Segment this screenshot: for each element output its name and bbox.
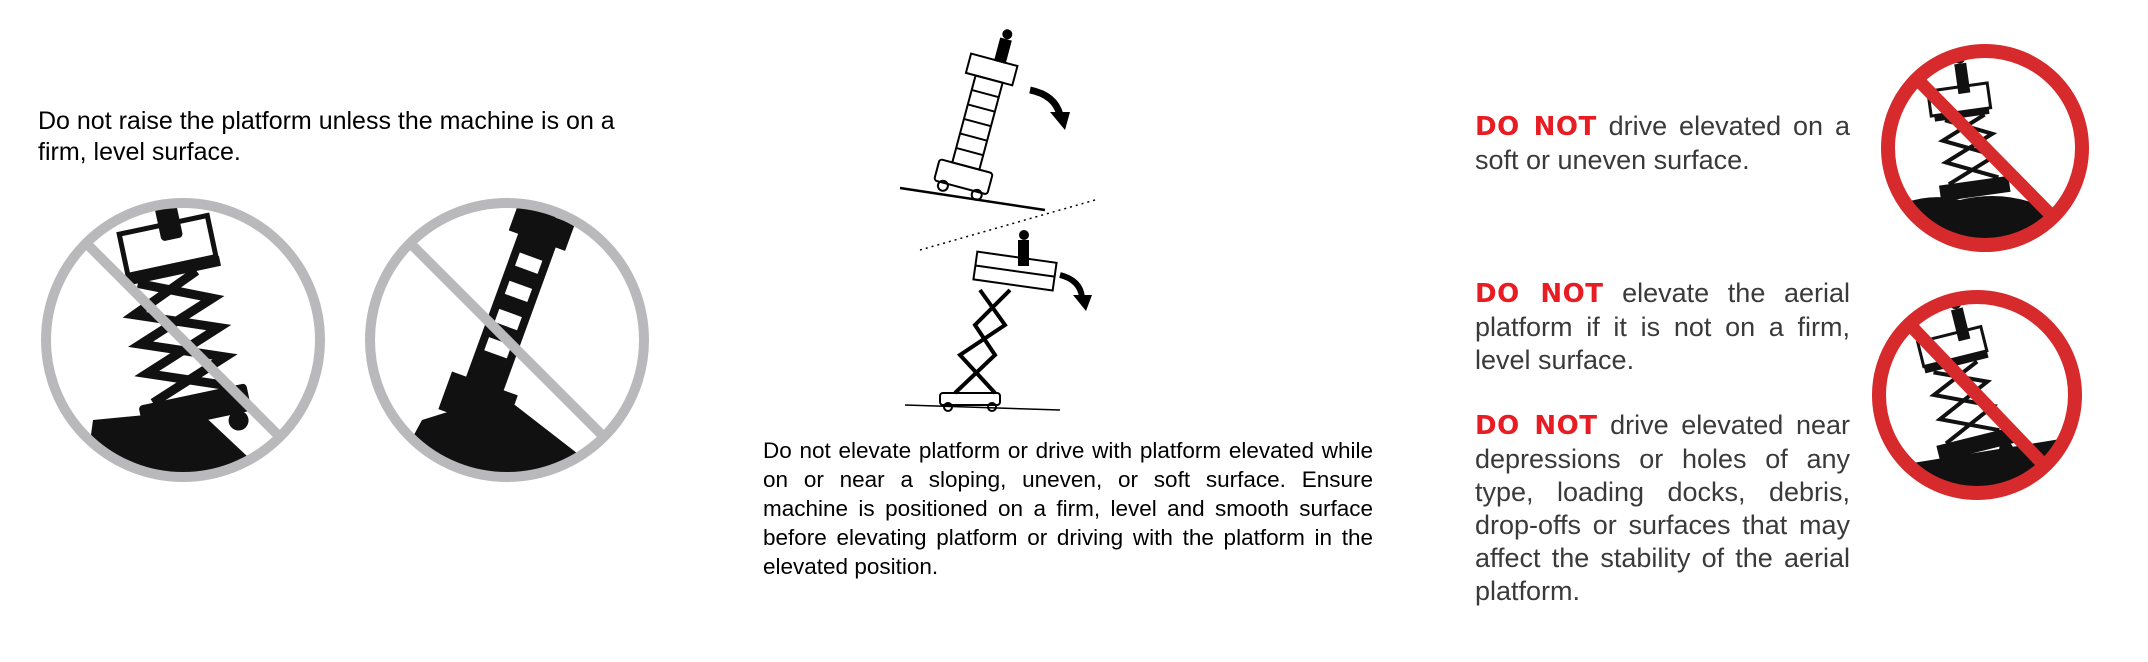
tipping-scissor-lift-diagram (904, 230, 1092, 412)
do-not-label: DO NOT (1475, 411, 1598, 441)
warning-3-text: drive elevated near depressions or holes… (1475, 410, 1850, 606)
warning-1-text: drive elevated on a soft or uneven surfa… (1475, 111, 1850, 175)
warning-2-text: elevate the aerial platform if it is not… (1475, 278, 1850, 375)
no-tilted-scissor-lift-icon (41, 198, 325, 482)
no-drive-on-soft-surface-icon (1881, 44, 2089, 252)
warning-3: DO NOT drive elevated near depressions o… (1475, 409, 1850, 608)
slope-dotted-line (919, 199, 1096, 251)
warning-2: DO NOT elevate the aerial platform if it… (1475, 277, 1850, 377)
tipping-mast-lift-diagram (899, 29, 1070, 212)
warning-1: DO NOT drive elevated on a soft or uneve… (1475, 110, 1850, 177)
no-elevate-on-uneven-surface-icon (1872, 290, 2082, 500)
panel1-instruction-text: Do not raise the platform unless the mac… (38, 107, 615, 166)
panel2-instruction-text: Do not elevate platform or drive with pl… (763, 438, 1373, 579)
do-not-label: DO NOT (1475, 112, 1597, 142)
no-tilted-mast-lift-icon (365, 198, 649, 482)
do-not-label: DO NOT (1475, 279, 1604, 309)
